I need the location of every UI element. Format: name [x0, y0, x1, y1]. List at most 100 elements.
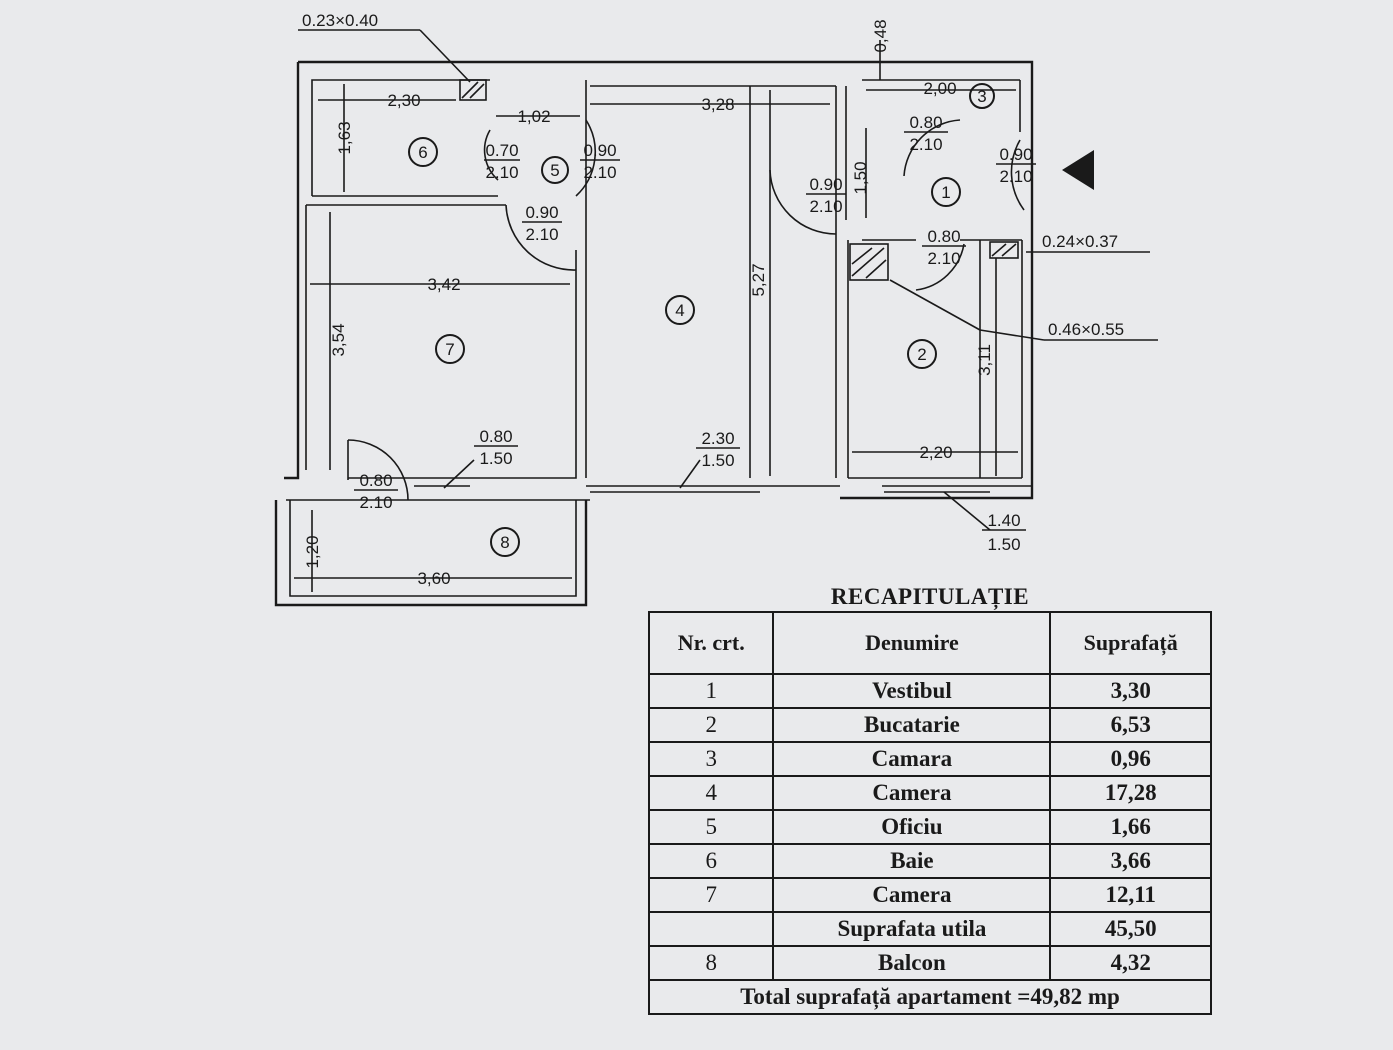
- walls: [274, 60, 1034, 607]
- dim-hall-depth: 1,50: [851, 161, 870, 194]
- room-label-2: 2: [917, 345, 926, 364]
- svg-text:2.10: 2.10: [359, 493, 392, 512]
- room-label-7: 7: [445, 340, 454, 359]
- svg-text:0.80: 0.80: [359, 471, 392, 490]
- cell-nr: 7: [647, 877, 775, 913]
- dim-bath-depth: 1,63: [335, 121, 354, 154]
- dim-kitchen-depth: 3,11: [975, 344, 994, 376]
- opening-office-door: 0.90 2.10: [580, 141, 620, 182]
- header-name: Denumire: [772, 611, 1052, 675]
- dim-kitchen-width: 2,20: [919, 443, 952, 462]
- cell-area: 45,50: [1049, 911, 1212, 947]
- cell-area: 0,96: [1049, 741, 1212, 777]
- svg-text:0.80: 0.80: [909, 113, 942, 132]
- cell-name: Camara: [772, 741, 1052, 777]
- svg-text:0.70: 0.70: [485, 141, 518, 160]
- room-marker-1: [931, 177, 961, 207]
- svg-text:2.10: 2.10: [809, 197, 842, 216]
- dim-pantry-depth: 0,48: [871, 19, 890, 52]
- svg-text:0.90: 0.90: [525, 203, 558, 222]
- dim-bath-width: 2,30: [387, 91, 420, 110]
- room-markers: 1 2 3 4 5 6 7 8: [408, 83, 995, 557]
- svg-text:2.10: 2.10: [909, 135, 942, 154]
- dim-office-width: 1,02: [517, 107, 550, 126]
- cell-area: 1,66: [1049, 809, 1212, 845]
- room-marker-2: [907, 339, 937, 369]
- entrance-arrow-icon: [1062, 150, 1094, 190]
- recap-header-row: Nr. crt. Denumire Suprafață: [647, 611, 1212, 675]
- cell-nr: 3: [647, 741, 775, 777]
- header-nr: Nr. crt.: [647, 611, 775, 675]
- dim-balcony-width: 3,60: [417, 569, 450, 588]
- room-marker-8: [490, 527, 520, 557]
- dim-shaft-bath: 0.23×0.40: [302, 11, 378, 30]
- total-row: Total suprafață apartament =49,82 mp: [648, 979, 1212, 1015]
- cell-name: Vestibul: [772, 673, 1052, 709]
- room-marker-6: [408, 137, 438, 167]
- recap-title: RECAPITULAȚIE: [830, 584, 1030, 609]
- dim-room4-depth: 5,27: [749, 263, 768, 296]
- opening-entrance-door: 0.90 2.10: [996, 145, 1036, 186]
- cell-nr: [647, 911, 775, 947]
- svg-text:0.80: 0.80: [927, 227, 960, 246]
- svg-text:0.90: 0.90: [809, 175, 842, 194]
- svg-text:1.50: 1.50: [701, 451, 734, 470]
- opening-balcony-door: 0.80 2.10: [354, 471, 398, 512]
- svg-text:2.10: 2.10: [583, 163, 616, 182]
- cell-nr: 1: [647, 673, 775, 709]
- room-label-3: 3: [977, 87, 986, 106]
- opening-pantry-door: 0.80 2.10: [904, 113, 948, 154]
- cell-name: Oficiu: [772, 809, 1052, 845]
- cell-nr: 4: [647, 775, 775, 811]
- opening-room4-window: 2.30 1.50: [696, 429, 740, 470]
- room-label-6: 6: [418, 143, 427, 162]
- dim-shaft-kitchen-small: 0.24×0.37: [1042, 232, 1118, 251]
- dim-room4-width: 3,28: [701, 95, 734, 114]
- cell-name: Bucatarie: [772, 707, 1052, 743]
- dim-shaft-kitchen-large: 0.46×0.55: [1048, 320, 1124, 339]
- svg-text:2.10: 2.10: [525, 225, 558, 244]
- cell-area: 6,53: [1049, 707, 1212, 743]
- svg-text:0.90: 0.90: [999, 145, 1032, 164]
- svg-text:1.40: 1.40: [987, 511, 1020, 530]
- dimension-lines: [294, 29, 1158, 592]
- total-area: Total suprafață apartament =49,82 mp: [648, 979, 1212, 1015]
- cell-area: 17,28: [1049, 775, 1212, 811]
- dimension-texts: 0.23×0.40 2,30 1,02 3,28 2,00 0,48 1,63 …: [302, 11, 1124, 588]
- svg-text:2.10: 2.10: [485, 163, 518, 182]
- dim-room7-width: 3,42: [427, 275, 460, 294]
- cell-name: Suprafata utila: [772, 911, 1052, 947]
- room-marker-7: [435, 334, 465, 364]
- cell-nr: 5: [647, 809, 775, 845]
- cell-nr: 6: [647, 843, 775, 879]
- room-label-8: 8: [500, 533, 509, 552]
- room-marker-4: [665, 295, 695, 325]
- cell-area: 4,32: [1049, 945, 1212, 981]
- cell-nr: 8: [647, 945, 775, 981]
- cell-area: 3,30: [1049, 673, 1212, 709]
- svg-text:1.50: 1.50: [987, 535, 1020, 554]
- ventilation-shafts: [459, 79, 1019, 281]
- cell-name: Baie: [772, 843, 1052, 879]
- cell-area: 12,11: [1049, 877, 1212, 913]
- opening-room4-door: 0.90 2.10: [806, 175, 846, 216]
- cell-name: Balcon: [772, 945, 1052, 981]
- svg-text:0.90: 0.90: [583, 141, 616, 160]
- svg-text:2.30: 2.30: [701, 429, 734, 448]
- header-area: Suprafață: [1049, 611, 1212, 675]
- room-marker-5: [541, 156, 569, 184]
- opening-room7-window: 0.80 1.50: [474, 427, 518, 468]
- room-label-4: 4: [675, 301, 684, 320]
- cell-name: Camera: [772, 775, 1052, 811]
- door-swings: [347, 119, 1025, 501]
